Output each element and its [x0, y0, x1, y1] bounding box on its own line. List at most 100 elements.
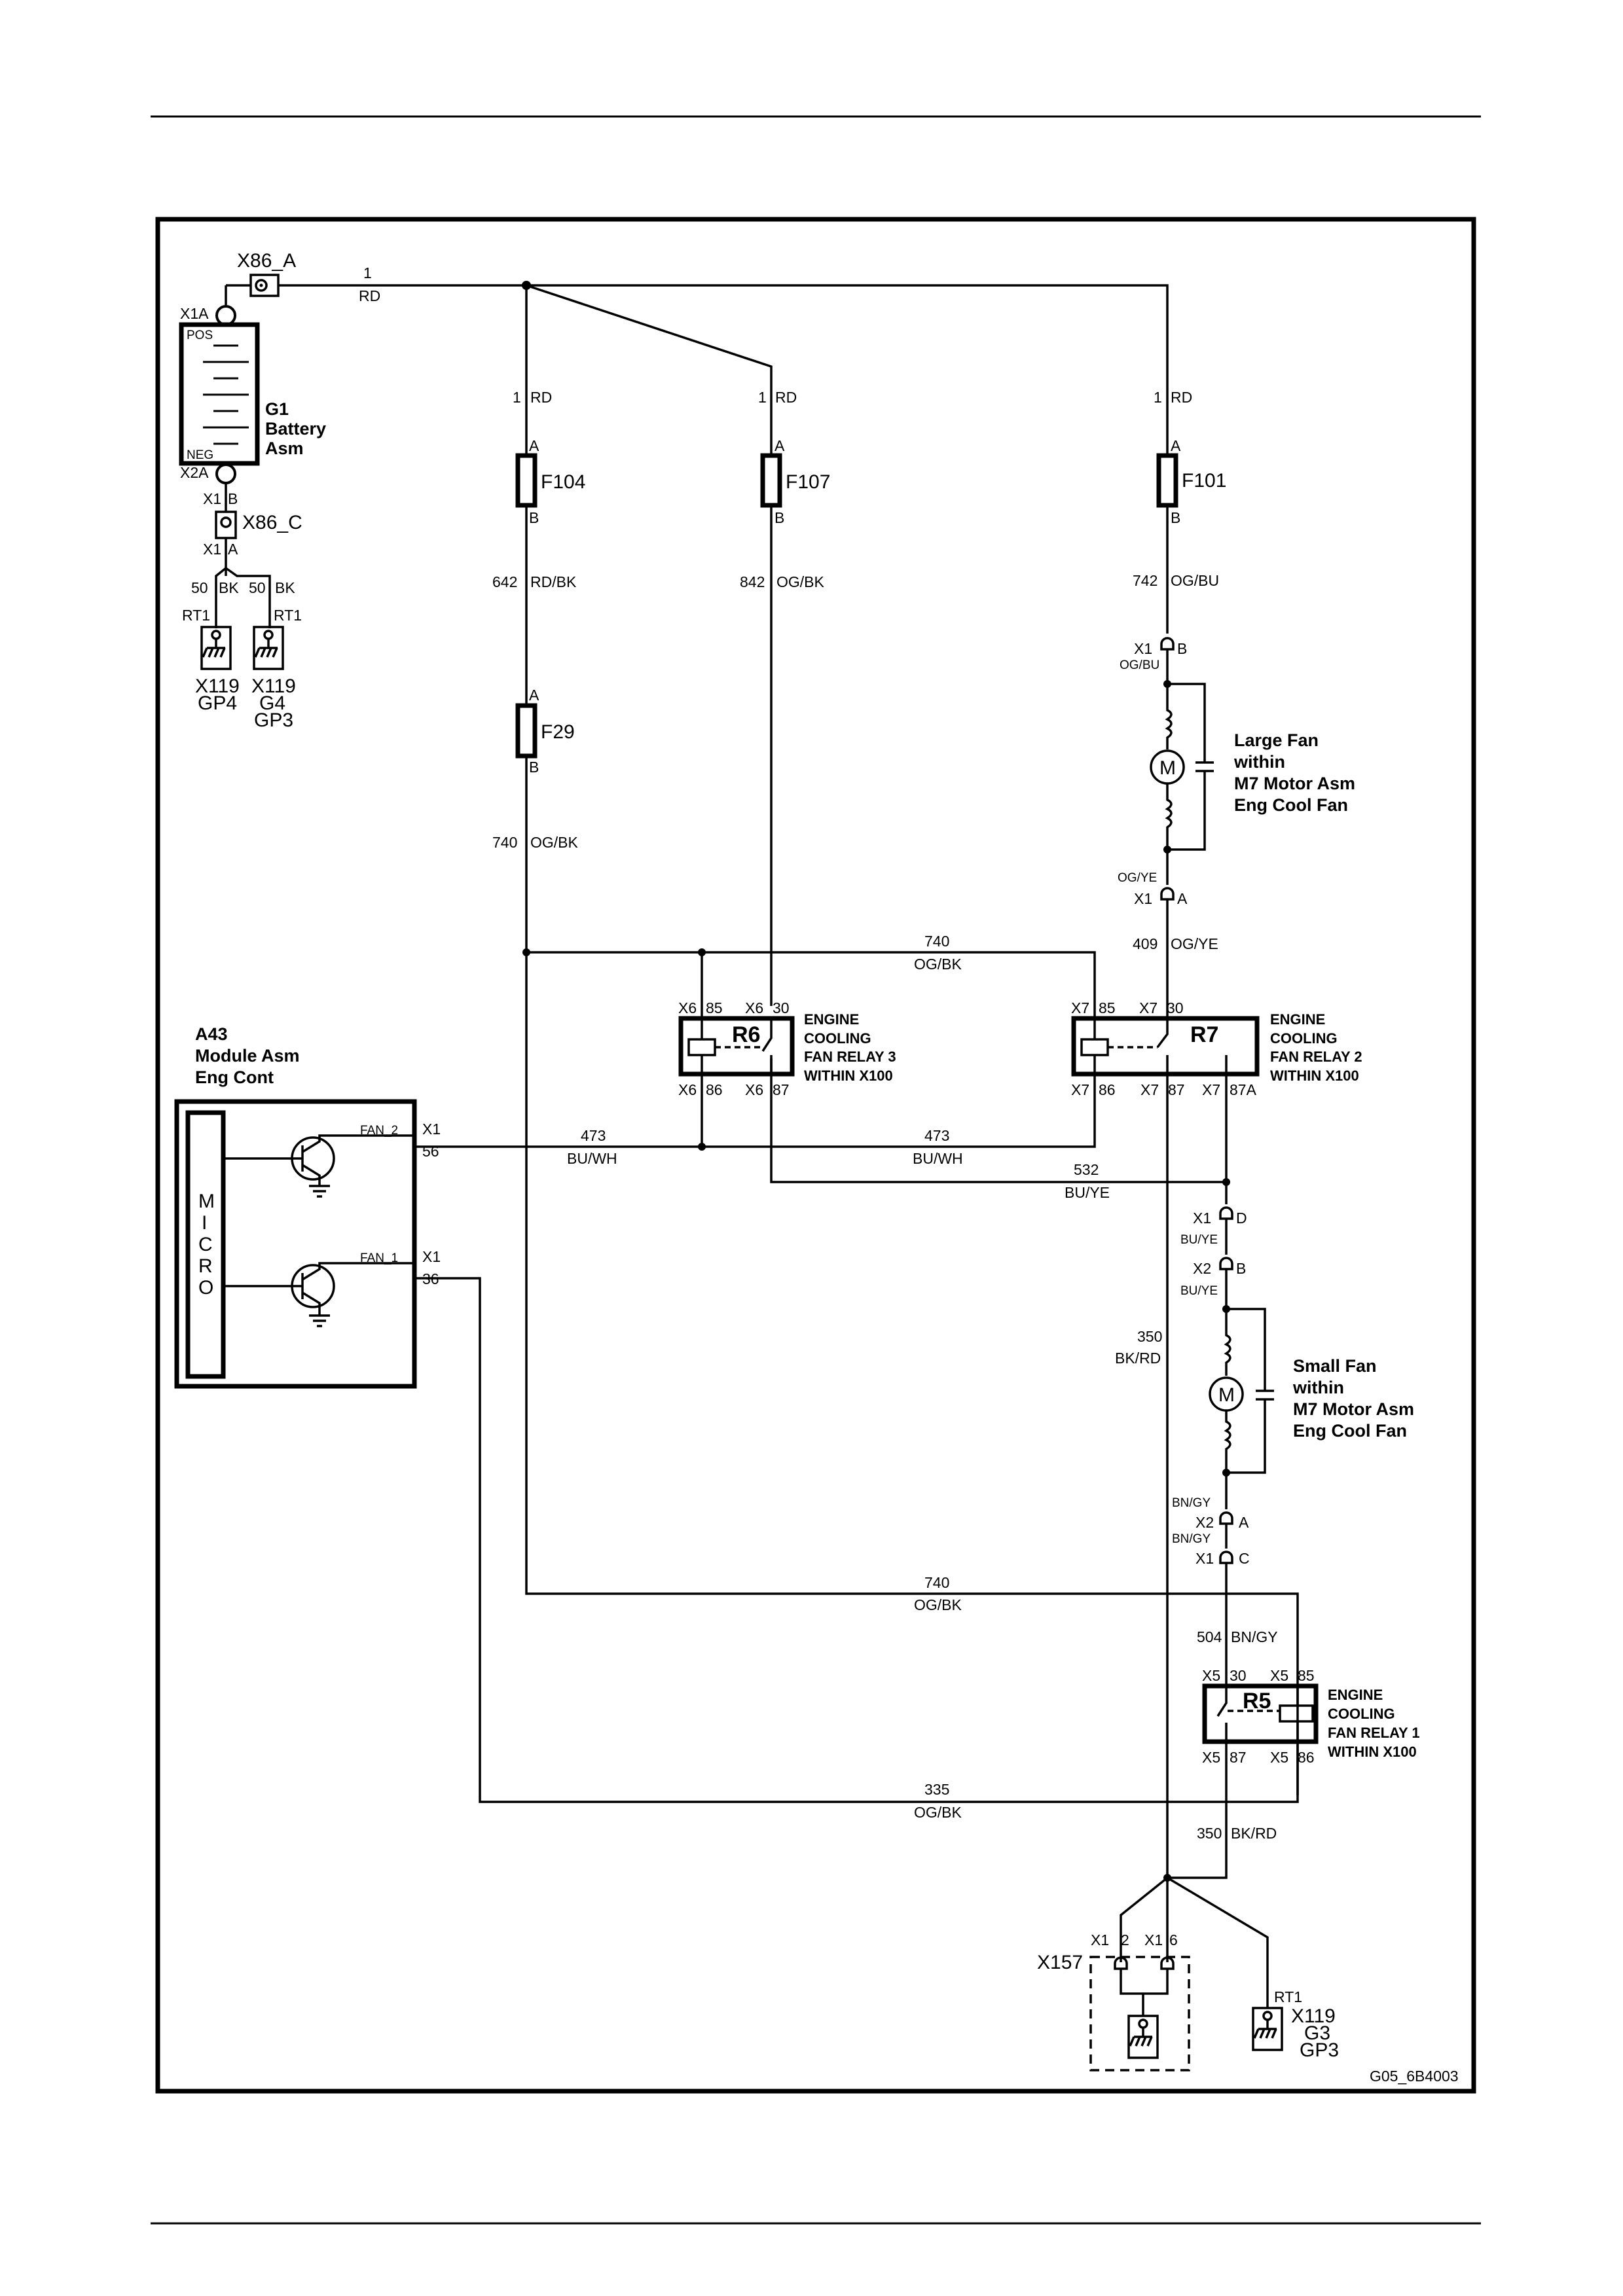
svg-text:OG/YE: OG/YE	[1118, 871, 1157, 885]
svg-text:R7: R7	[1190, 1022, 1218, 1047]
svg-text:740: 740	[924, 1574, 949, 1591]
svg-text:GP3: GP3	[254, 709, 293, 731]
svg-text:X5: X5	[1202, 1749, 1220, 1766]
svg-text:X1: X1	[1195, 1550, 1214, 1567]
svg-text:842: 842	[740, 573, 765, 590]
svg-text:R: R	[198, 1255, 213, 1277]
svg-text:OG/BK: OG/BK	[914, 1804, 962, 1821]
svg-text:86: 86	[706, 1081, 723, 1098]
svg-text:1: 1	[1154, 389, 1162, 406]
fuse-f101	[1156, 453, 1178, 508]
svg-text:Eng Cool Fan: Eng Cool Fan	[1293, 1421, 1407, 1441]
svg-text:COOLING: COOLING	[804, 1030, 871, 1047]
svg-text:473: 473	[581, 1127, 606, 1144]
large-fan: X1 B OG/BU M Large Fan within M7 Motor A…	[1118, 637, 1355, 1018]
svg-text:R5: R5	[1243, 1689, 1271, 1713]
svg-text:BU/YE: BU/YE	[1180, 1284, 1218, 1298]
relay-r5: X5 30 X5 85 X5 87 X5 86 R5 ENGINE COOLIN…	[1202, 1667, 1420, 1766]
svg-text:30: 30	[1167, 999, 1184, 1016]
svg-text:X1: X1	[1134, 890, 1152, 907]
svg-text:R6: R6	[732, 1022, 760, 1047]
svg-text:X1A: X1A	[180, 305, 209, 322]
svg-text:X7: X7	[1071, 1081, 1089, 1098]
svg-text:G3: G3	[1304, 2022, 1330, 2044]
fuse-column-f107: 1 RD A F107 B 842 OG/BK	[526, 284, 1226, 1183]
svg-text:RD: RD	[359, 287, 380, 304]
svg-text:G4: G4	[259, 692, 285, 714]
svg-text:X2: X2	[1195, 1514, 1214, 1531]
svg-text:FAN_2: FAN_2	[360, 1124, 398, 1138]
svg-text:M7 Motor Asm: M7 Motor Asm	[1234, 774, 1355, 793]
svg-text:OG/BK: OG/BK	[914, 956, 962, 973]
svg-text:1: 1	[513, 389, 521, 406]
svg-text:30: 30	[1230, 1667, 1247, 1684]
svg-text:GP3: GP3	[1300, 2039, 1339, 2061]
svg-text:X2: X2	[1193, 1260, 1211, 1277]
wire-473: 473 BU/WH 473 BU/WH	[414, 1074, 1096, 1167]
svg-text:B: B	[1236, 1260, 1246, 1277]
svg-text:COOLING: COOLING	[1328, 1706, 1395, 1722]
svg-text:BU/YE: BU/YE	[1065, 1184, 1110, 1201]
svg-text:FAN_1: FAN_1	[360, 1251, 398, 1265]
svg-text:within: within	[1292, 1378, 1344, 1397]
svg-text:X1: X1	[1193, 1210, 1211, 1227]
svg-text:50: 50	[191, 579, 208, 596]
svg-text:I: I	[202, 1212, 207, 1234]
svg-text:OG/BU: OG/BU	[1120, 658, 1159, 672]
svg-text:X7: X7	[1140, 1081, 1159, 1098]
svg-text:BU/WH: BU/WH	[913, 1150, 963, 1167]
svg-text:B: B	[529, 759, 539, 776]
svg-text:M: M	[198, 1191, 215, 1212]
svg-text:Large Fan: Large Fan	[1234, 730, 1319, 750]
svg-text:87A: 87A	[1230, 1081, 1257, 1098]
svg-text:BK: BK	[219, 579, 239, 596]
svg-text:ENGINE: ENGINE	[1328, 1687, 1383, 1703]
svg-text:X119: X119	[251, 675, 296, 697]
svg-text:X86_C: X86_C	[242, 512, 302, 533]
svg-text:RT1: RT1	[1274, 1988, 1302, 2005]
svg-text:Battery: Battery	[265, 419, 326, 439]
svg-text:RT1: RT1	[182, 607, 210, 624]
svg-text:FAN RELAY 3: FAN RELAY 3	[804, 1049, 896, 1065]
battery-g1: X86_A 1 RD X1A POS NEG G1 Battery Asm X2…	[179, 250, 1169, 731]
svg-text:87: 87	[1230, 1749, 1247, 1766]
svg-text:NEG: NEG	[187, 448, 213, 462]
svg-text:OG/BK: OG/BK	[776, 573, 825, 590]
svg-text:X119: X119	[1291, 2005, 1336, 2027]
svg-text:COOLING: COOLING	[1270, 1030, 1338, 1047]
svg-text:X1: X1	[1091, 1931, 1109, 1948]
svg-text:FAN RELAY 2: FAN RELAY 2	[1270, 1049, 1362, 1065]
svg-text:O: O	[198, 1277, 213, 1299]
svg-text:2: 2	[1121, 1931, 1129, 1948]
svg-text:BU/YE: BU/YE	[1180, 1233, 1218, 1247]
svg-text:Small Fan: Small Fan	[1293, 1356, 1377, 1376]
svg-text:85: 85	[1298, 1667, 1315, 1684]
svg-text:50: 50	[249, 579, 266, 596]
svg-text:642: 642	[492, 573, 517, 590]
svg-text:F101: F101	[1182, 470, 1226, 492]
fuse-column-f104: 1 RD A F104 B 642 RD/BK A F29 B 740 OG/B…	[492, 281, 1299, 1795]
svg-text:X119: X119	[195, 675, 240, 697]
svg-text:B: B	[529, 509, 539, 526]
svg-text:POS: POS	[187, 329, 213, 342]
svg-text:85: 85	[1099, 999, 1116, 1016]
svg-text:C: C	[1239, 1550, 1250, 1567]
svg-text:X86_A: X86_A	[237, 250, 296, 272]
svg-text:A: A	[1239, 1514, 1249, 1531]
relay-r7: X7 85 X7 30 X7 86 X7 87 X7 87A R7 ENGINE…	[1071, 999, 1362, 1098]
svg-text:RD: RD	[1171, 389, 1192, 406]
relay-r6: X6 85 X6 30 X6 86 X6 87 R6 ENGINE COOLIN…	[678, 999, 896, 1098]
svg-text:Asm: Asm	[265, 439, 304, 458]
svg-text:RD/BK: RD/BK	[530, 573, 577, 590]
svg-text:6: 6	[1169, 1931, 1178, 1948]
svg-text:M: M	[1218, 1384, 1235, 1406]
bus-740-bottom: 740 OG/BK 504 BN/GY	[914, 1574, 1278, 1645]
svg-text:A: A	[1177, 890, 1188, 907]
svg-text:X2A: X2A	[180, 464, 209, 481]
svg-text:OG/BK: OG/BK	[914, 1596, 962, 1613]
svg-text:A: A	[775, 437, 785, 454]
svg-text:56: 56	[422, 1143, 439, 1160]
svg-text:Module Asm: Module Asm	[195, 1046, 300, 1066]
svg-text:WITHIN X100: WITHIN X100	[804, 1067, 893, 1084]
